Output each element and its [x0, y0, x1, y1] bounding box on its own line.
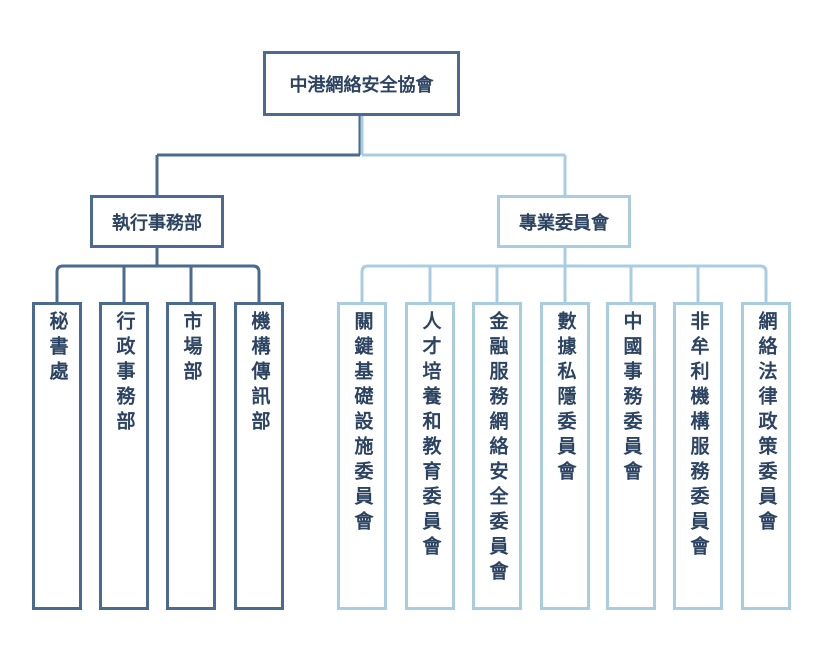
root-node-label: 中港網絡安全協會 — [289, 74, 434, 96]
node-administration: 行政事務部 — [99, 302, 149, 610]
node-corporate-communications: 機構傳訊部 — [234, 302, 284, 610]
node-executive-affairs-label: 執行事務部 — [112, 212, 202, 234]
node-cyber-law-policy: 網絡法律政策委員會 — [741, 302, 791, 610]
node-data-privacy-label: 數據私隱委員會 — [554, 311, 577, 486]
connector-exec-bus — [55, 264, 261, 302]
root-node: 中港網絡安全協會 — [263, 51, 460, 116]
node-talent-education: 人才培養和教育委員會 — [405, 302, 455, 610]
node-critical-infrastructure-label: 關鍵基礎設施委員會 — [351, 311, 374, 536]
node-professional-committees: 專業委員會 — [497, 195, 631, 248]
node-financial-services-label: 金融服務網絡安全委員會 — [486, 311, 509, 586]
node-corporate-communications-label: 機構傳訊部 — [248, 311, 271, 436]
node-marketing: 市場部 — [166, 302, 216, 610]
node-secretariat: 秘書處 — [32, 302, 82, 610]
node-administration-label: 行政事務部 — [113, 311, 136, 436]
node-critical-infrastructure: 關鍵基礎設施委員會 — [337, 302, 387, 610]
node-marketing-label: 市場部 — [180, 311, 203, 386]
node-cyber-law-policy-label: 網絡法律政策委員會 — [755, 311, 778, 536]
node-china-affairs: 中國事務委員會 — [606, 302, 656, 610]
node-talent-education-label: 人才培養和教育委員會 — [419, 311, 442, 561]
node-non-profit-services-label: 非牟利機構服務委員會 — [687, 311, 710, 561]
node-professional-committees-label: 專業委員會 — [519, 212, 609, 234]
node-china-affairs-label: 中國事務委員會 — [620, 311, 643, 486]
node-financial-services: 金融服務網絡安全委員會 — [472, 302, 522, 610]
node-executive-affairs: 執行事務部 — [90, 195, 224, 248]
node-secretariat-label: 秘書處 — [46, 311, 69, 386]
node-data-privacy: 數據私隱委員會 — [540, 302, 590, 610]
node-non-profit-services: 非牟利機構服務委員會 — [673, 302, 723, 610]
